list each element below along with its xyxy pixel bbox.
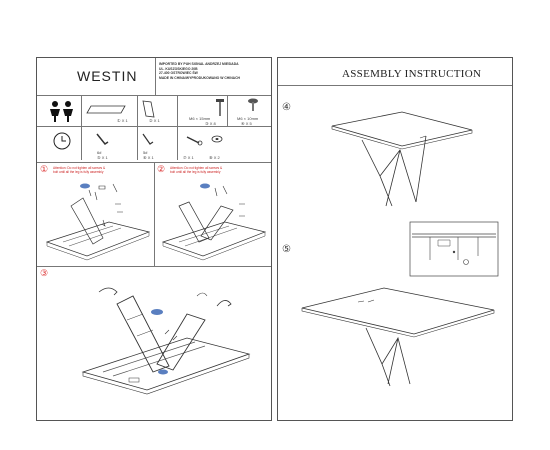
tool-label-1: 6#	[97, 150, 102, 155]
step-3-number: ③	[40, 268, 49, 278]
step-4-diagram	[331, 111, 473, 207]
tool-qty-4: ⑧ X 2	[209, 155, 220, 160]
part-qty-4: ④ X 5	[241, 121, 252, 126]
step-4-number: ④	[282, 102, 291, 113]
tool-label-2: 5#	[143, 150, 148, 155]
part-label-3: M6 × 15mm	[189, 116, 211, 121]
right-instruction-panel: ASSEMBLY INSTRUCTION ④ ⑤	[277, 57, 513, 421]
part-qty-1: ① X 1	[117, 118, 128, 123]
bolt-long-icon	[216, 99, 224, 116]
assembly-title: ASSEMBLY INSTRUCTION	[342, 68, 482, 80]
part-qty-2: ② X 1	[149, 118, 160, 123]
step-5-diagram	[301, 287, 495, 387]
tool-qty-2: ⑥ X 1	[143, 155, 154, 160]
step-3-diagram	[81, 287, 251, 395]
part-qty-3: ③ X 8	[205, 121, 216, 126]
step-5-number: ⑤	[282, 244, 291, 255]
step-1-warning: Attention: Do not tighten all screws & b…	[53, 166, 106, 174]
step-5-inset-diagram	[409, 221, 499, 277]
tool-qty-3: ⑦ X 1	[183, 155, 194, 160]
step-1-diagram	[45, 183, 151, 261]
washer-icon	[211, 135, 223, 143]
step-2-diagram	[161, 183, 267, 261]
allen-key-large-icon	[96, 133, 109, 146]
tabletop-part-icon	[86, 105, 126, 114]
allen-key-small-icon	[142, 133, 154, 145]
tool-qty-1: ⑤ X 1	[97, 155, 108, 160]
wrench-icon	[186, 136, 203, 146]
brand-title: WESTIN	[77, 68, 138, 84]
bolt-short-icon	[248, 98, 258, 111]
step-2-warning: Attention: Do not tighten all screws & b…	[170, 166, 223, 174]
two-people-icon	[50, 101, 73, 122]
step-1-number: ①	[40, 164, 49, 174]
left-instruction-panel: WESTIN IMPORTED BY PUH SIGNAL ANDRZEJ MI…	[36, 57, 272, 421]
part-label-4: M6 × 10mm	[237, 116, 259, 121]
leg-part-icon	[142, 100, 155, 118]
step-2-number: ②	[157, 164, 166, 174]
clock-icon	[53, 132, 71, 150]
importer-info: IMPORTED BY PUH SIGNAL ANDRZEJ MIESIADA …	[159, 62, 240, 80]
